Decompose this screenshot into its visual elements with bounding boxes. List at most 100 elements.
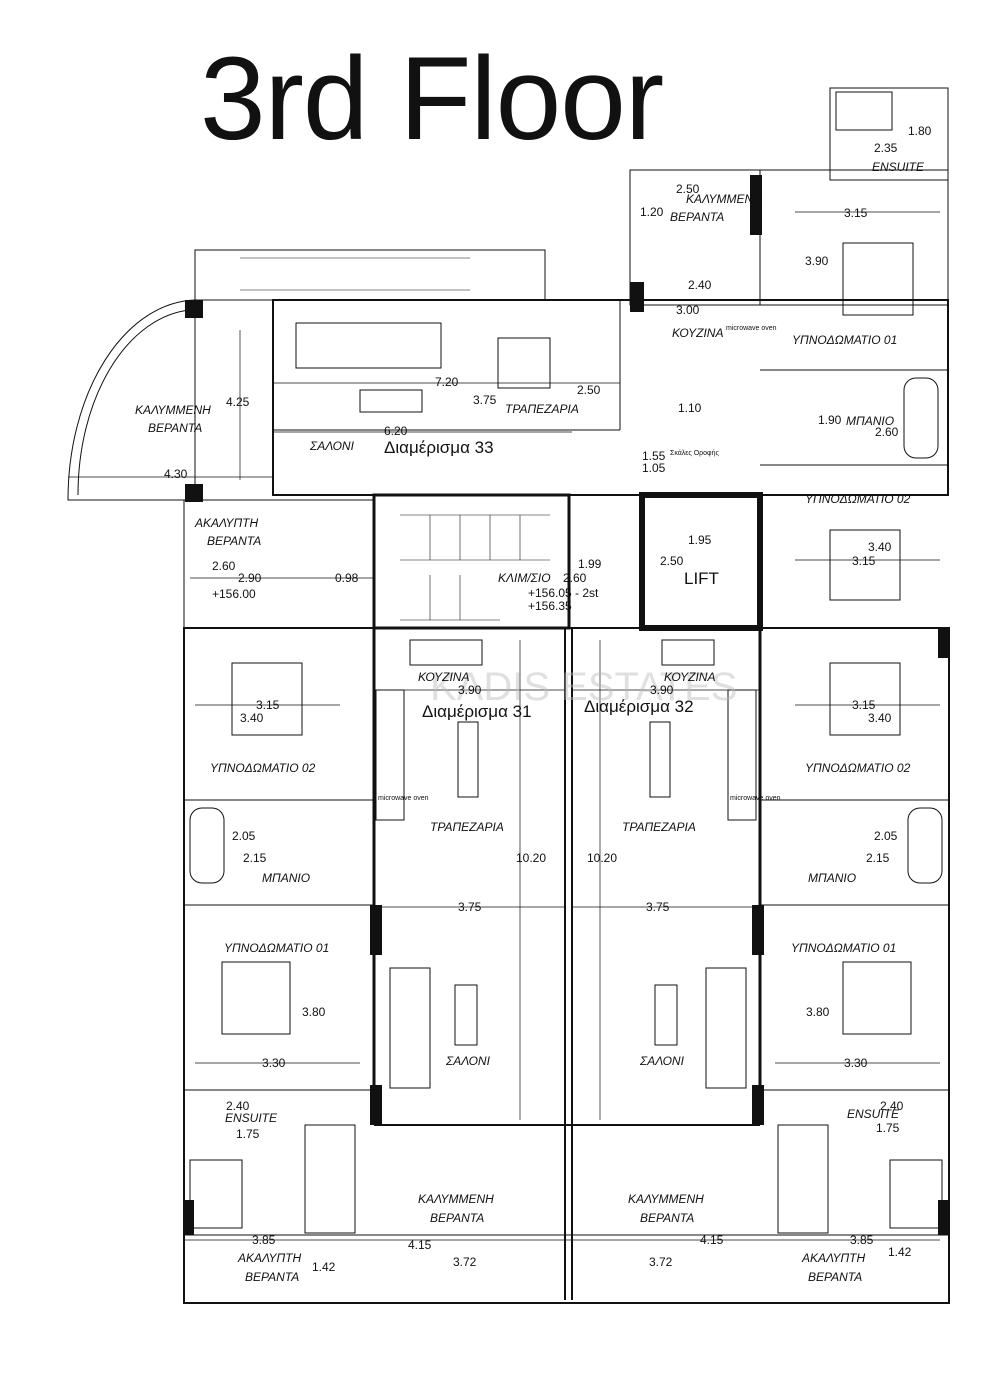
- dimension-label: 3.72: [453, 1255, 477, 1269]
- room-label: ΜΠΑΝΙΟ: [846, 414, 894, 428]
- dimension-label: 1.80: [908, 124, 932, 138]
- bed: [221, 961, 291, 1035]
- room-label: ΚΛΙΜ/ΣΙΟ: [498, 571, 551, 585]
- dimension-label: 1.55: [642, 449, 666, 463]
- room-label: ΚΑΛΥΜΜΕΝΗ: [628, 1192, 704, 1206]
- room-label: ΤΡΑΠΕΖΑΡΙΑ: [505, 402, 579, 416]
- apartment-31-label: Διαμέρισμα 31: [422, 702, 532, 721]
- dimension-label: 1.10: [678, 401, 702, 415]
- dimension-label: 6.20: [384, 424, 408, 438]
- room-label: ΚΑΛΥΜΜΕΝΗ: [418, 1192, 494, 1206]
- dimension-label: 4.30: [164, 467, 188, 481]
- bed: [829, 529, 901, 601]
- room-label: ΜΠΑΝΙΟ: [262, 871, 310, 885]
- room-label: ENSUITE: [225, 1111, 278, 1125]
- dimension-label: 7.20: [435, 375, 459, 389]
- kitchen-33-box: [629, 169, 761, 306]
- dimension-label: 1.20: [640, 205, 664, 219]
- room-label: ΥΠΝΟΔΩΜΑΤΙΟ 02: [805, 761, 911, 775]
- dimension-label: 2.60: [875, 425, 899, 439]
- room-label: ΒΕΡΑΝΤΑ: [808, 1270, 862, 1284]
- room-label: ΚΟΥΖΙΝΑ: [418, 670, 469, 684]
- dimension-label: 3.15: [256, 698, 280, 712]
- dimension-label: 1.05: [642, 461, 666, 475]
- room-label: ΥΠΝΟΔΩΜΑΤΙΟ 02: [210, 761, 316, 775]
- dimension-label: 4.15: [408, 1238, 432, 1252]
- room-label: ΒΕΡΑΝΤΑ: [670, 210, 724, 224]
- dimension-label: 10.20: [587, 851, 617, 865]
- dimension-label: 2.60: [563, 571, 587, 585]
- dimension-label: 3.15: [844, 206, 868, 220]
- room-label: ΥΠΝΟΔΩΜΑΤΙΟ 01: [791, 941, 896, 955]
- dimension-label: 3.30: [262, 1056, 286, 1070]
- room-label: ΚΟΥΖΙΝΑ: [672, 326, 723, 340]
- dimension-label: 1.42: [888, 1245, 912, 1259]
- dimension-label: 3.40: [240, 711, 264, 725]
- dimension-label: 1.75: [236, 1127, 260, 1141]
- building-outline: [183, 627, 950, 1304]
- microwave-label: microwave oven: [726, 325, 777, 332]
- dimension-label: 3.90: [458, 683, 482, 697]
- stair-core: [372, 493, 571, 630]
- dimension-label: 2.50: [577, 383, 601, 397]
- room-label: ΒΕΡΑΝΤΑ: [640, 1211, 694, 1225]
- elevation-label: +156.35: [528, 599, 572, 613]
- elevation-label: +156.00: [212, 587, 256, 601]
- dimension-label: 3.15: [852, 554, 876, 568]
- room-label: ΚΑΛΥΜΜΕΝΗ: [686, 192, 762, 206]
- dimension-label: 2.15: [243, 851, 267, 865]
- dimension-label: 2.50: [660, 554, 684, 568]
- room-label: ΤΡΑΠΕΖΑΡΙΑ: [430, 820, 504, 834]
- floor-title: 3rd Floor: [200, 33, 664, 165]
- room-label: ΜΠΑΝΙΟ: [808, 871, 856, 885]
- dimension-label: 3.75: [458, 900, 482, 914]
- dimension-label: 2.90: [238, 571, 262, 585]
- dimension-label: 3.40: [868, 711, 892, 725]
- room-label: ΒΕΡΑΝΤΑ: [148, 421, 202, 435]
- dimension-label: 2.40: [226, 1099, 250, 1113]
- dimension-label: 2.50: [676, 182, 700, 196]
- room-label: ΚΑΛΥΜΜΕΝΗ: [135, 403, 211, 417]
- room-label: ΑΚΑΛΥΠΤΗ: [237, 1251, 301, 1265]
- room-label: ΥΠΝΟΔΩΜΑΤΙΟ 01: [792, 333, 897, 347]
- lift-label: LIFT: [684, 569, 719, 588]
- dimension-label: 2.60: [212, 559, 236, 573]
- dimension-label: 3.00: [676, 303, 700, 317]
- room-label: ΒΕΡΑΝΤΑ: [430, 1211, 484, 1225]
- dimension-label: 0.98: [335, 571, 359, 585]
- room-label: ΒΕΡΑΝΤΑ: [245, 1270, 299, 1284]
- dimension-label: 3.80: [806, 1005, 830, 1019]
- microwave-label: microwave oven: [378, 795, 429, 802]
- room-label: ΥΠΝΟΔΩΜΑΤΙΟ 02: [805, 492, 911, 506]
- watermark: KADIS ESTATES: [430, 665, 737, 709]
- dimension-label: 3.90: [650, 683, 674, 697]
- apartment-33-label: Διαμέρισμα 33: [384, 438, 494, 457]
- elevation-label: +156.05 - 2st: [528, 586, 599, 600]
- dimension-label: 10.20: [516, 851, 546, 865]
- room-label: ΑΚΑΛΥΠΤΗ: [194, 516, 258, 530]
- dimension-label: 3.30: [844, 1056, 868, 1070]
- dimension-label: 3.75: [473, 393, 497, 407]
- dimension-label: 3.90: [805, 254, 829, 268]
- room-label: ΥΠΝΟΔΩΜΑΤΙΟ 01: [224, 941, 329, 955]
- dimension-label: 2.40: [688, 278, 712, 292]
- dimension-label: 2.15: [866, 851, 890, 865]
- dimension-label: 2.05: [232, 829, 256, 843]
- room-label: ENSUITE: [847, 1107, 900, 1121]
- dimension-label: 1.42: [312, 1260, 336, 1274]
- dimension-label: 3.15: [852, 698, 876, 712]
- room-label: ΚΟΥΖΙΝΑ: [664, 670, 715, 684]
- room-label: ΒΕΡΑΝΤΑ: [207, 534, 261, 548]
- bed: [829, 662, 901, 736]
- dimension-label: 3.85: [252, 1233, 276, 1247]
- dimension-label: 3.72: [649, 1255, 673, 1269]
- dimension-label: 2.05: [874, 829, 898, 843]
- stair-top-bar: [194, 249, 546, 301]
- dimension-label: 3.40: [868, 540, 892, 554]
- upper-block: [272, 299, 949, 496]
- dimension-label: 3.85: [850, 1233, 874, 1247]
- room-label: ΣΑΛΟΝΙ: [309, 439, 355, 453]
- room-label: ΑΚΑΛΥΠΤΗ: [801, 1251, 865, 1265]
- top-right-wing: [759, 169, 949, 306]
- lift-shaft: [639, 492, 763, 631]
